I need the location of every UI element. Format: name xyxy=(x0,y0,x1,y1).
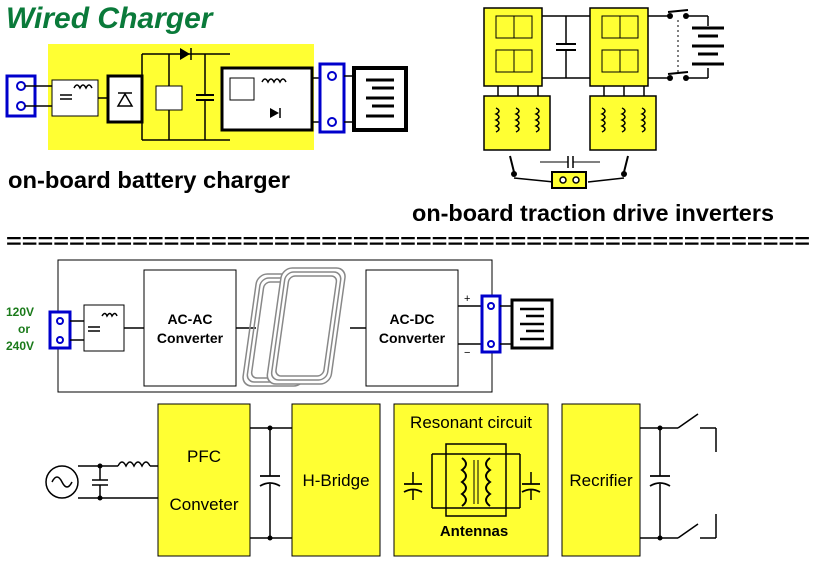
junction-dot xyxy=(657,535,663,541)
antenna-frame xyxy=(445,443,507,517)
output-cap xyxy=(649,482,671,487)
output-switch xyxy=(677,413,699,429)
ac-ac-label: AC-AC xyxy=(167,311,212,327)
h-bridge-label: H-Bridge xyxy=(302,471,369,490)
transformer-coil xyxy=(261,78,287,84)
contact-dot xyxy=(667,13,673,19)
diode-icon xyxy=(270,108,279,118)
ac-dc-label: AC-DC xyxy=(389,311,434,327)
switch-contact xyxy=(667,9,689,13)
coupling-coil-secondary xyxy=(266,267,346,385)
h-bridge-block xyxy=(291,403,381,557)
voltage-label: 240V xyxy=(6,339,34,353)
voltage-label: or xyxy=(18,322,30,336)
connector-pin xyxy=(56,336,64,344)
contact-dot xyxy=(511,171,517,177)
contact-dot xyxy=(683,13,689,19)
ac-dc-label: Converter xyxy=(379,330,446,346)
emi-filter-box xyxy=(83,304,125,352)
voltage-label: 120V xyxy=(6,305,34,319)
winding-coil xyxy=(534,107,540,133)
connector-pin xyxy=(56,317,64,325)
connector-pin xyxy=(487,340,495,348)
antenna-coil xyxy=(460,457,467,507)
input-inductor xyxy=(117,461,151,468)
resonant-cap xyxy=(403,488,423,493)
section-separator: ========================================… xyxy=(6,231,810,253)
winding-coil xyxy=(640,107,646,133)
junction-dot xyxy=(267,535,273,541)
wire xyxy=(513,177,555,183)
junction-dot xyxy=(97,463,103,469)
dc-link-cap xyxy=(259,482,281,487)
antennas-label: Antennas xyxy=(440,523,508,540)
connector-pin xyxy=(559,176,567,184)
switch-box xyxy=(513,49,533,73)
contact-dot xyxy=(621,171,627,177)
switch-box xyxy=(229,77,255,101)
filter-inductor xyxy=(73,84,93,90)
connector-pin xyxy=(16,101,26,111)
connector-pin xyxy=(487,302,495,310)
rectifier-block xyxy=(561,403,641,557)
contact-dot xyxy=(683,75,689,81)
traction-inverter-diagram xyxy=(483,7,724,189)
ac-ac-converter-box xyxy=(143,269,237,387)
switch-contact xyxy=(623,155,629,173)
contact-dot xyxy=(667,75,673,81)
resonant-label: Resonant circuit xyxy=(410,413,532,432)
filter-inductor xyxy=(101,312,118,318)
connector-pin xyxy=(327,71,337,81)
battery-connector xyxy=(480,294,502,354)
onboard-charger-caption: on-board battery charger xyxy=(8,167,290,193)
wire xyxy=(587,177,625,183)
minus-sign: − xyxy=(464,347,470,359)
diode-icon xyxy=(180,48,190,60)
winding-coil xyxy=(514,107,520,133)
switch-contact xyxy=(667,71,689,75)
switch-box xyxy=(619,49,639,73)
connector-pin xyxy=(572,176,580,184)
winding-coil xyxy=(494,107,500,133)
junction-dot xyxy=(97,495,103,501)
junction-dot xyxy=(267,425,273,431)
connector-pin xyxy=(16,81,26,91)
winding-coil xyxy=(600,107,606,133)
traction-inverter-caption: on-board traction drive inverters xyxy=(412,200,774,226)
motor-left-box xyxy=(483,95,551,151)
pfc-label: PFC xyxy=(187,447,221,466)
antenna-coil xyxy=(485,457,492,507)
switch-box xyxy=(619,15,639,39)
resonant-cap xyxy=(521,488,541,493)
pfc-block xyxy=(157,403,251,557)
switch-box xyxy=(155,85,183,111)
rectifier-label: Recrifier xyxy=(569,471,633,490)
pfc-label: Conveter xyxy=(170,495,239,514)
output-switch xyxy=(677,523,699,539)
inverter-left-box xyxy=(483,7,543,87)
grid-input-connector xyxy=(48,310,72,350)
page-title: Wired Charger xyxy=(6,2,215,35)
resonant-block xyxy=(393,403,549,557)
winding-coil xyxy=(620,107,626,133)
onboard-charger-diagram xyxy=(5,44,408,150)
switch-box xyxy=(513,15,533,39)
junction-dot xyxy=(657,425,663,431)
wireless-power-chain: PFC Conveter H-Bridge Resonant circuit xyxy=(45,403,717,557)
ac-wave xyxy=(51,476,73,488)
plus-sign: + xyxy=(464,293,470,305)
connector-pin xyxy=(327,117,337,127)
switch-contact xyxy=(509,155,515,173)
ac-dc-converter-box xyxy=(365,269,459,387)
ac-input-connector xyxy=(551,171,587,189)
diode-icon xyxy=(116,92,134,107)
motor-right-box xyxy=(589,95,657,151)
wireless-charger-diagram: 120V or 240V AC-AC Converter AC-DC Conv xyxy=(6,259,554,393)
ac-ac-label: Converter xyxy=(157,330,224,346)
inverter-right-box xyxy=(589,7,649,87)
rectifier-box xyxy=(106,74,144,124)
